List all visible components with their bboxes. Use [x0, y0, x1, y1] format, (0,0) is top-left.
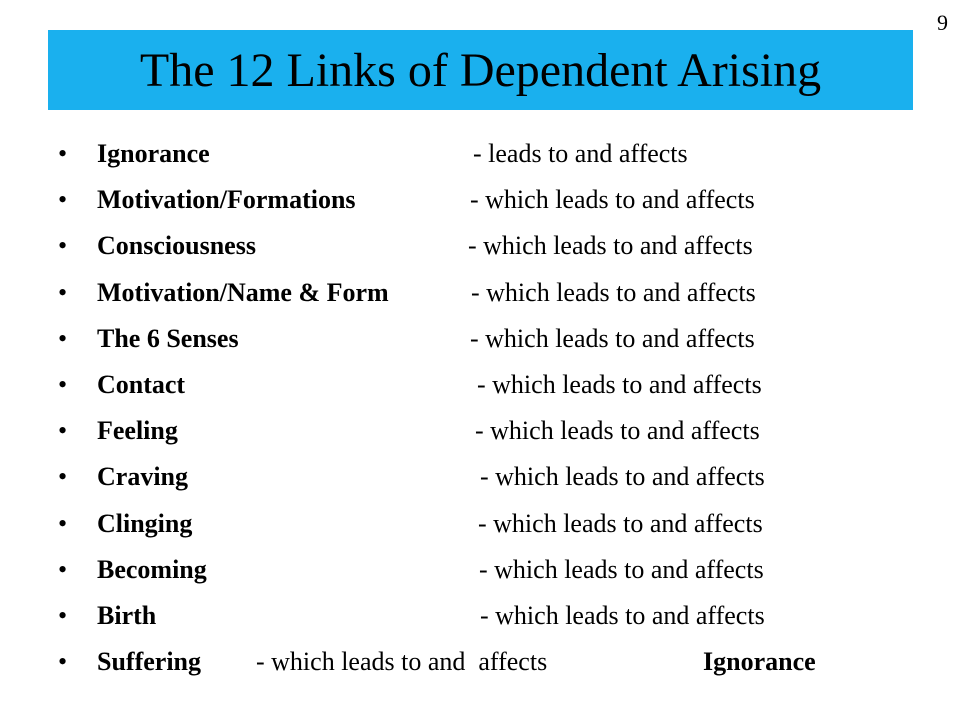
link-term: Suffering: [97, 647, 201, 677]
list-item-craving: • Craving - which leads to and affects: [0, 456, 960, 502]
bullet-icon: •: [58, 600, 68, 630]
bullet-icon: •: [58, 323, 68, 353]
link-term: Contact: [97, 369, 186, 399]
bullet-icon: •: [58, 462, 68, 492]
link-term: Feeling: [97, 416, 178, 446]
bullet-icon: •: [58, 231, 68, 261]
link-term: Birth: [97, 600, 157, 630]
page-number: 9: [937, 10, 948, 35]
bullet-icon: •: [58, 554, 68, 584]
link-relation: - which leads to and affects: [471, 277, 756, 307]
link-term: Motivation/Name & Form: [97, 277, 389, 307]
slide-title: The 12 Links of Dependent Arising: [139, 43, 822, 97]
link-term: Clinging: [97, 508, 193, 538]
bullet-icon: •: [58, 277, 68, 307]
link-relation: - which leads to and affects: [477, 369, 762, 399]
list-item-clinging: • Clinging - which leads to and affects: [0, 503, 960, 549]
list-item-name-and-form: • Motivation/Name & Form - which leads t…: [0, 272, 960, 318]
link-term: Motivation/Formations: [97, 185, 356, 215]
link-relation: - leads to and affects: [473, 139, 688, 168]
bullet-icon: •: [58, 185, 68, 215]
link-relation: - which leads to and affects: [475, 416, 760, 446]
link-term: Ignorance: [97, 139, 210, 168]
link-relation: - which leads to and affects: [480, 600, 765, 630]
link-relation: - which leads to and affects: [256, 647, 548, 677]
bullet-icon: •: [58, 647, 68, 677]
links-list: • Ignorance - leads to and affects • Mot…: [0, 133, 960, 687]
bullet-icon: •: [58, 369, 68, 399]
link-relation: - which leads to and affects: [479, 554, 764, 584]
link-term: The 6 Senses: [97, 323, 239, 353]
link-relation: - which leads to and affects: [480, 462, 765, 492]
list-item-contact: • Contact - which leads to and affects: [0, 364, 960, 410]
link-term: Craving: [97, 462, 188, 492]
link-relation: - which leads to and affects: [470, 185, 755, 215]
bullet-icon: •: [58, 508, 68, 538]
list-item-six-senses: • The 6 Senses - which leads to and affe…: [0, 318, 960, 364]
list-item-consciousness: • Consciousness - which leads to and aff…: [0, 225, 960, 271]
cycle-return-term: Ignorance: [703, 647, 816, 677]
link-relation: - which leads to and affects: [470, 323, 755, 353]
bullet-icon: •: [58, 139, 68, 168]
bullet-icon: •: [58, 416, 68, 446]
title-bar: The 12 Links of Dependent Arising: [48, 30, 913, 110]
link-relation: - which leads to and affects: [468, 231, 753, 261]
list-item-ignorance: • Ignorance - leads to and affects: [0, 133, 960, 179]
link-term: Consciousness: [97, 231, 256, 261]
list-item-formations: • Motivation/Formations - which leads to…: [0, 179, 960, 225]
list-item-becoming: • Becoming - which leads to and affects: [0, 549, 960, 595]
link-term: Becoming: [97, 554, 207, 584]
link-relation: - which leads to and affects: [478, 508, 763, 538]
list-item-birth: • Birth - which leads to and affects: [0, 595, 960, 641]
list-item-feeling: • Feeling - which leads to and affects: [0, 410, 960, 456]
list-item-suffering: • Suffering - which leads to and affects…: [0, 641, 960, 687]
